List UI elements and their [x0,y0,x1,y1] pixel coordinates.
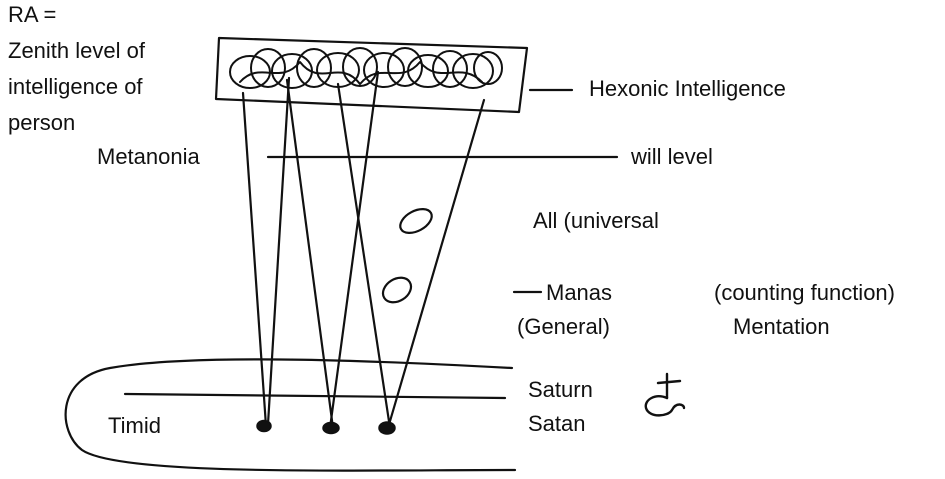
satan-label: Satan [528,411,586,436]
manas-label: Manas [546,280,613,305]
hexonic-intelligence-label: Hexonic Intelligence [589,76,786,101]
dot-2 [322,421,340,435]
counting-function-label: (counting function) [714,280,895,305]
bottom-loop [64,358,517,472]
general-label: (General) [517,314,610,339]
dot-3 [378,421,396,435]
will-level-label: will level [631,144,713,169]
ray-line-4 [328,70,380,430]
saturn-label: Saturn [528,377,593,402]
ray-line-1 [241,91,268,428]
zenith-label-line3: person [8,110,76,135]
zenith-label-line2: intelligence of [8,74,143,99]
saturn-symbol [644,372,686,417]
mentation-label: Mentation [733,314,830,339]
ray-line-5 [336,82,392,430]
ray-line-2 [266,76,291,426]
ray-line-3 [285,78,335,430]
ra-label: RA = [8,2,57,27]
saturn-inner-line [123,392,507,400]
dot-1 [256,419,272,433]
metanonia-label: Metanonia [97,144,200,169]
all-universal-circle [399,207,433,235]
bottom-dots [256,419,396,435]
ray-line-6 [386,98,486,430]
hexonic-box [214,36,529,114]
timid-label: Timid [108,413,161,438]
all-universal-label: All (universal [533,208,659,233]
manas-circle [381,276,413,304]
hexonic-scribble [229,47,503,89]
zenith-label-line1: Zenith level of [8,38,145,63]
